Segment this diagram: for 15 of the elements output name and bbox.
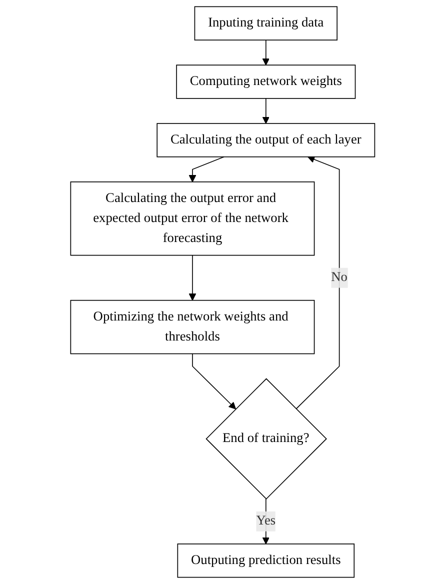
node-box: Calculating the output error and expected output error of the network forecasting [70, 181, 316, 256]
node-box: Inputing training data [194, 6, 338, 40]
node-box: Optimizing the network weights and thresholds [70, 300, 316, 354]
edge-label: Yes [256, 514, 276, 528]
arrow [262, 40, 270, 66]
arrow [192, 353, 236, 410]
arrow [189, 254, 196, 301]
node-box: Calculating the output of each layer [157, 123, 376, 158]
arrow [189, 156, 225, 182]
node-diamond: End of training? [206, 378, 328, 500]
node-box: Computing network weights [176, 64, 356, 99]
node-box: Outputing prediction results [178, 544, 355, 578]
arrow [262, 98, 270, 124]
edge-label: No [331, 270, 348, 284]
arrow [296, 156, 340, 410]
